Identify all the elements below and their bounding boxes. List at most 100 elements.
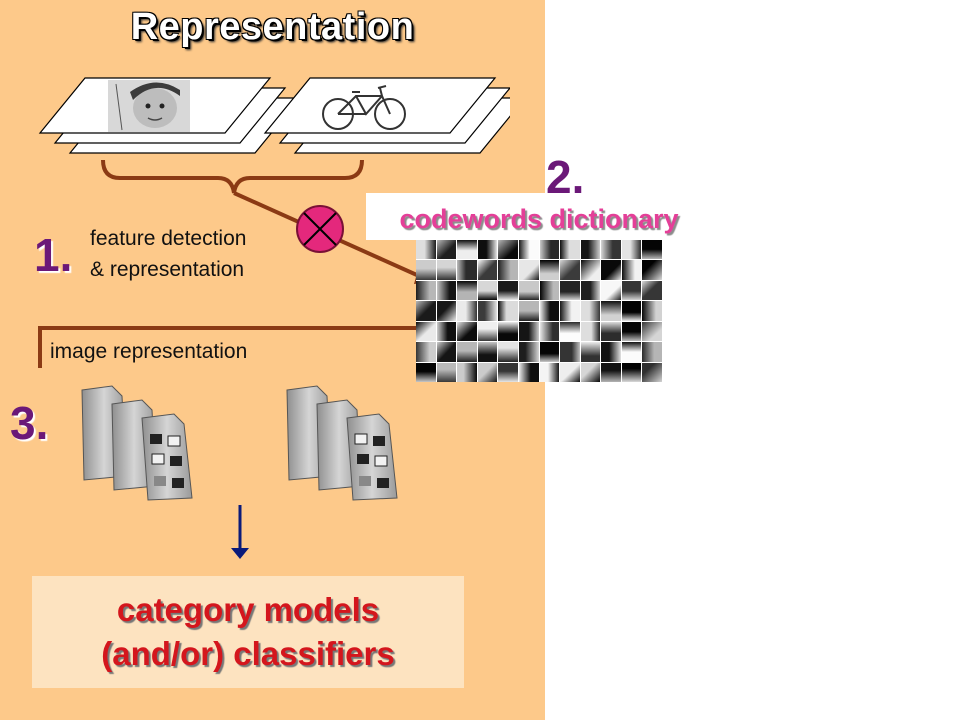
step-1-number: 1.	[34, 229, 73, 281]
codeword-patch	[477, 301, 498, 321]
codeword-patch	[518, 260, 539, 280]
codeword-patch	[580, 260, 601, 280]
bag-icon-group-1	[81, 385, 193, 501]
codeword-patch	[560, 321, 580, 342]
bag-of-words-icons	[81, 385, 398, 501]
codeword-patch	[621, 280, 642, 301]
codeword-patch	[601, 362, 621, 382]
codeword-patch	[642, 301, 662, 321]
codeword-patch	[436, 342, 457, 362]
codeword-patch	[642, 260, 662, 280]
image-representation-label: image representation	[50, 340, 248, 363]
codeword-patch	[621, 342, 642, 362]
page-title: Representation	[130, 6, 415, 48]
codeword-patch	[498, 362, 518, 382]
codeword-patch	[436, 280, 457, 301]
dictionary-label-box: codewords dictionary	[366, 193, 712, 240]
codeword-patch	[560, 301, 580, 321]
codeword-patch	[518, 240, 539, 260]
codeword-patch	[621, 321, 642, 342]
codeword-patch	[416, 240, 436, 260]
codeword-patch	[601, 321, 621, 342]
codeword-patch	[477, 280, 498, 301]
codeword-patch	[498, 342, 518, 362]
codeword-patch	[498, 260, 518, 280]
codeword-patch	[477, 260, 498, 280]
codeword-patch	[560, 240, 580, 260]
codeword-patch	[436, 240, 457, 260]
codeword-patch	[416, 260, 436, 280]
codeword-patch	[580, 240, 601, 260]
codewords-grid	[416, 240, 662, 382]
face-image-stack	[38, 77, 302, 154]
codeword-patch	[457, 280, 477, 301]
codeword-patch	[539, 342, 560, 362]
codeword-patch	[580, 342, 601, 362]
codeword-patch	[498, 280, 518, 301]
codeword-patch	[642, 362, 662, 382]
codeword-patch	[580, 301, 601, 321]
output-line-1: category models	[116, 591, 380, 628]
codeword-patch	[642, 240, 662, 260]
codeword-patch	[642, 280, 662, 301]
codeword-patch	[457, 362, 477, 382]
codeword-patch	[436, 362, 457, 382]
codeword-patch	[518, 362, 539, 382]
feature-label-line-1: feature detection	[90, 227, 247, 250]
feature-detector-icon	[296, 205, 344, 253]
codeword-patch	[457, 342, 477, 362]
codeword-patch	[416, 301, 436, 321]
codeword-patch	[560, 342, 580, 362]
codeword-patch	[539, 280, 560, 301]
codeword-patch	[498, 240, 518, 260]
codeword-patch	[642, 321, 662, 342]
output-line-2: (and/or) classifiers	[101, 635, 395, 672]
codeword-patch	[621, 240, 642, 260]
codeword-patch	[477, 342, 498, 362]
codeword-patch	[539, 362, 560, 382]
codeword-patch	[416, 342, 436, 362]
codeword-patch	[621, 301, 642, 321]
codeword-patch	[560, 280, 580, 301]
feature-label: feature detection & representation	[90, 223, 246, 285]
codeword-patch	[477, 240, 498, 260]
codeword-patch	[498, 301, 518, 321]
codeword-patch	[560, 260, 580, 280]
bicycle-image-stack	[263, 77, 510, 154]
codeword-patch	[601, 301, 621, 321]
codeword-patch	[436, 301, 457, 321]
down-arrow-icon	[231, 505, 249, 559]
codeword-patch	[457, 260, 477, 280]
codeword-patch	[621, 260, 642, 280]
codeword-patch	[498, 321, 518, 342]
codeword-patch	[601, 240, 621, 260]
image-representation-bracket	[38, 326, 418, 368]
codeword-patch	[539, 260, 560, 280]
input-images	[38, 77, 510, 154]
codeword-patch	[580, 321, 601, 342]
brace-connector	[101, 159, 364, 194]
codeword-patch	[477, 362, 498, 382]
codeword-patch	[436, 260, 457, 280]
bag-icon-group-2	[286, 385, 398, 501]
codeword-patch	[539, 321, 560, 342]
codeword-patch	[560, 362, 580, 382]
codeword-patch	[580, 362, 601, 382]
codeword-patch	[518, 342, 539, 362]
codeword-patch	[539, 301, 560, 321]
bicycle-photo	[322, 85, 406, 130]
codeword-patch	[601, 342, 621, 362]
codeword-patch	[621, 362, 642, 382]
codeword-patch	[457, 240, 477, 260]
face-photo	[108, 80, 190, 132]
codeword-patch	[416, 321, 436, 342]
codeword-patch	[642, 342, 662, 362]
codeword-patch	[416, 362, 436, 382]
codeword-patch	[539, 240, 560, 260]
dictionary-label: codewords dictionary	[399, 204, 679, 234]
codeword-patch	[416, 280, 436, 301]
codeword-patch	[436, 321, 457, 342]
codeword-patch	[518, 321, 539, 342]
codeword-patch	[518, 301, 539, 321]
codeword-patch	[457, 301, 477, 321]
